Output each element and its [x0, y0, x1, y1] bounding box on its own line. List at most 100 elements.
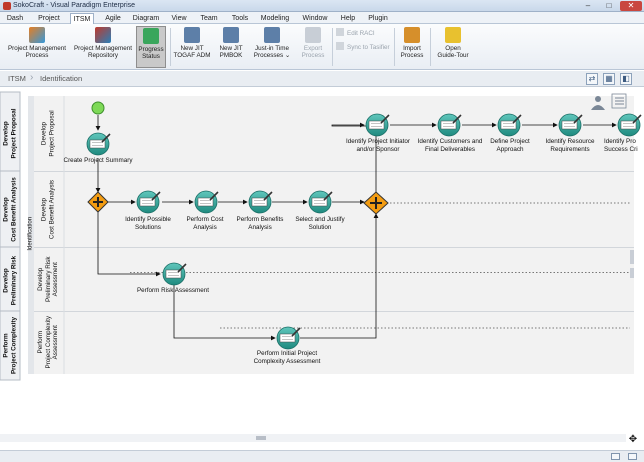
export-icon — [305, 27, 321, 43]
button-label: New JIT — [180, 45, 204, 52]
breadcrumb-identification[interactable]: Identification — [40, 74, 83, 83]
pm-repository-button[interactable]: Project Management Repository — [72, 26, 134, 68]
breadcrumb-itsm[interactable]: ITSM — [8, 74, 26, 83]
task-t8[interactable] — [365, 113, 390, 137]
start-event[interactable] — [91, 101, 105, 115]
task-t9[interactable] — [437, 113, 462, 137]
menu-itsm[interactable]: ITSM — [70, 13, 94, 24]
horizontal-scrollbar[interactable] — [0, 434, 626, 442]
pencil-icon — [632, 114, 642, 124]
vertical-scroll-thumb[interactable] — [630, 250, 634, 264]
button-label: Project Management — [73, 45, 133, 52]
button-label: Import — [403, 45, 421, 52]
raci-icon — [336, 28, 344, 36]
task-card-icon — [311, 197, 328, 207]
parallel-gateway-2[interactable] — [363, 191, 389, 215]
notes-icon[interactable] — [628, 453, 637, 460]
title-bar: SokoCraft - Visual Paradigm Enterprise –… — [0, 0, 644, 12]
menu-diagram[interactable]: Diagram — [132, 15, 160, 22]
task-label: Create Project Summary — [63, 157, 133, 164]
task-t4[interactable] — [248, 190, 273, 214]
stakeholder-icon[interactable] — [591, 96, 605, 110]
pencil-icon — [151, 191, 161, 201]
menu-help[interactable]: Help — [340, 15, 356, 22]
task-t7[interactable] — [276, 326, 301, 350]
menu-plugin[interactable]: Plugin — [368, 15, 388, 22]
task-card-icon — [165, 269, 182, 279]
panel-toggle-icon[interactable]: ◧ — [620, 73, 632, 85]
new-jit-togaf-button[interactable]: New JIT TOGAF ADM — [172, 26, 212, 68]
task-t12[interactable] — [617, 113, 642, 137]
task-list-icon[interactable] — [611, 93, 627, 109]
ribbon-separator — [394, 28, 395, 66]
new-jit-pmbok-button[interactable]: New JIT PMBOK — [214, 26, 248, 68]
ribbon-separator — [332, 28, 333, 66]
pencil-icon — [452, 114, 462, 124]
pool-label: Identification — [27, 216, 34, 251]
button-label: New JIT — [219, 45, 243, 52]
menu-view[interactable]: View — [171, 15, 187, 22]
button-label: Project Management — [7, 45, 67, 52]
task-t1[interactable] — [86, 132, 111, 156]
pencil-icon — [323, 191, 333, 201]
task-card-icon — [561, 120, 578, 130]
task-t11[interactable] — [558, 113, 583, 137]
menu-window[interactable]: Window — [302, 15, 328, 22]
horizontal-scroll-thumb[interactable] — [256, 436, 266, 440]
pm-process-button[interactable]: Project Management Process — [4, 26, 70, 68]
pan-icon[interactable]: ✥ — [629, 434, 637, 445]
process-icon — [29, 27, 45, 43]
menu-dash[interactable]: Dash — [6, 15, 24, 22]
task-t6[interactable] — [162, 262, 187, 286]
progress-icon — [143, 28, 159, 44]
pencil-icon — [101, 133, 111, 143]
window-title: SokoCraft - Visual Paradigm Enterprise — [13, 2, 136, 9]
task-card-icon — [620, 120, 637, 130]
open-guide-tour-button[interactable]: Open Guide-Tour — [432, 26, 474, 68]
button-label: Just-in Time — [255, 45, 289, 52]
progress-status-button[interactable]: Progress Status — [136, 26, 166, 68]
bpmn-diagram: ✥ — [0, 91, 642, 445]
pencil-icon — [209, 191, 219, 201]
button-label: TOGAF ADM — [173, 52, 211, 59]
menu-team[interactable]: Team — [200, 15, 218, 22]
maximize-button[interactable]: □ — [606, 1, 612, 10]
task-card-icon — [251, 197, 268, 207]
sync-tasifier-button[interactable]: Sync to Tasifier — [336, 42, 390, 52]
lane-header-column — [0, 91, 21, 381]
breadcrumb: ITSM › Identification ⇄ ▦ ◧ — [0, 71, 644, 87]
jit-processes-button[interactable]: Just-in Time Processes ⌄ — [250, 26, 294, 68]
share-icon[interactable]: ⇄ — [586, 73, 598, 85]
pool-label-column — [28, 96, 34, 374]
pencil-icon — [512, 114, 522, 124]
parallel-gateway-1[interactable] — [87, 191, 109, 213]
task-t2[interactable] — [136, 190, 161, 214]
layout-icon[interactable]: ▦ — [603, 73, 615, 85]
task-t5[interactable] — [308, 190, 333, 214]
menu-agile[interactable]: Agile — [105, 15, 121, 22]
close-button[interactable]: ✕ — [620, 1, 642, 11]
menu-modeling[interactable]: Modeling — [260, 15, 290, 22]
task-t10[interactable] — [497, 113, 522, 137]
task-card-icon — [139, 197, 156, 207]
menu-project[interactable]: Project — [38, 15, 60, 22]
export-process-button[interactable]: Export Process — [296, 26, 330, 68]
edit-raci-button[interactable]: Edit RACI — [336, 28, 375, 38]
mail-icon[interactable] — [611, 453, 620, 460]
pencil-icon — [380, 114, 390, 124]
button-label: Process — [400, 52, 424, 59]
import-process-button[interactable]: Import Process — [396, 26, 428, 68]
menu-tools[interactable]: Tools — [231, 15, 249, 22]
task-t3[interactable] — [194, 190, 219, 214]
minimize-button[interactable]: – — [585, 1, 591, 10]
